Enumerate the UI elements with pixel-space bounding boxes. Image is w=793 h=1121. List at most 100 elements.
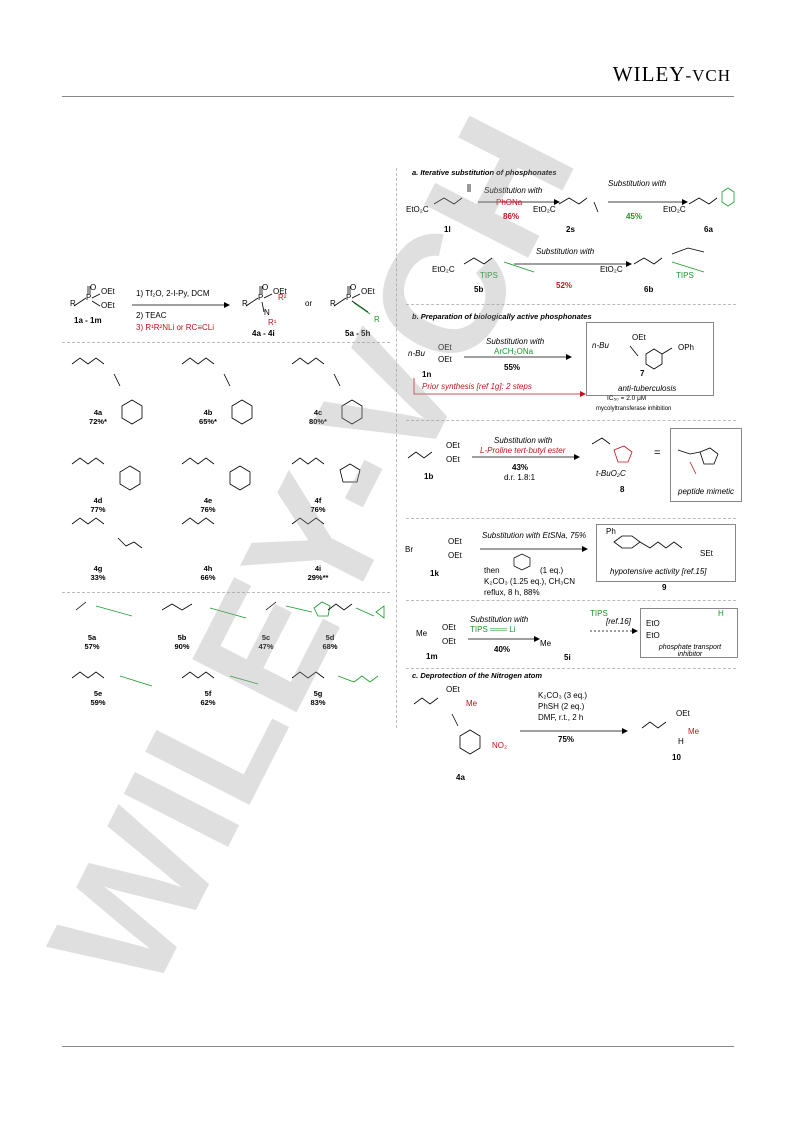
id-2s: 2s bbox=[566, 225, 575, 234]
step1-yield: 86% bbox=[503, 212, 520, 221]
arrow-r1 bbox=[464, 354, 572, 360]
r4-activity: phosphate transport inhibitor bbox=[658, 644, 722, 658]
id-8: 8 bbox=[620, 485, 625, 494]
r2-reagent: L-Proline tert-butyl ester bbox=[480, 446, 566, 455]
section-b-title: b. Preparation of biologically active ph… bbox=[412, 312, 592, 321]
arrow-r4-literature bbox=[590, 628, 638, 634]
r4-ref: [ref.16] bbox=[606, 617, 631, 626]
compound-10-structure bbox=[641, 721, 667, 729]
column-divider bbox=[396, 168, 397, 728]
compound-1b-structure bbox=[407, 451, 433, 459]
step2-yield: 45% bbox=[626, 212, 643, 221]
id-6a: 6a bbox=[704, 225, 713, 234]
deprotection-condition-1: K₂CO₃ (3 eq.) bbox=[538, 691, 588, 700]
id-1b: 1b bbox=[424, 472, 434, 481]
id-10: 10 bbox=[672, 753, 681, 762]
id-7: 7 bbox=[640, 369, 645, 378]
peptide-box bbox=[670, 428, 742, 502]
piperazine-reagent-structure bbox=[513, 553, 531, 571]
compound-9-structure bbox=[613, 535, 683, 549]
compound-7-structure bbox=[629, 345, 673, 370]
equals-sign: = bbox=[654, 447, 661, 459]
step1-reagent: PhONa bbox=[496, 198, 523, 207]
step3-label: Substitution with bbox=[536, 247, 595, 256]
deprotection-yield: 75% bbox=[558, 735, 575, 744]
id-1n: 1n bbox=[422, 370, 432, 379]
divider bbox=[62, 342, 390, 343]
id-9: 9 bbox=[662, 583, 667, 592]
r3-base: K₂CO₃ (1.25 eq.), CH₃CN bbox=[484, 577, 575, 586]
r2-dr: d.r. 1.8:1 bbox=[504, 473, 536, 482]
section-a-structures bbox=[433, 184, 735, 273]
arrow-r4 bbox=[468, 636, 540, 642]
r1-prior: Prior synthesis [ref 1g]: 2 steps bbox=[422, 382, 532, 391]
deprotection-condition-2: PhSH (2 eq.) bbox=[538, 702, 585, 711]
brand-suffix: -VCH bbox=[685, 66, 731, 85]
reactant-label: 1a - 1m bbox=[74, 316, 102, 325]
compound-9-box bbox=[596, 524, 736, 582]
id-1m: 1m bbox=[426, 652, 438, 661]
general-phosphonate-structure bbox=[73, 286, 101, 307]
section-c-title: c. Deprotection of the Nitrogen atom bbox=[412, 671, 543, 680]
condition-2: 2) TEAC bbox=[136, 311, 167, 320]
step2-label: Substitution with bbox=[608, 179, 667, 188]
r1-label: Substitution with bbox=[486, 337, 545, 346]
id-5i: 5i bbox=[564, 653, 571, 662]
phosphate-inhibitor-box bbox=[640, 608, 738, 658]
footer-rule bbox=[62, 1046, 734, 1047]
alkyne-product-label: 5a - 5h bbox=[345, 329, 371, 338]
id-6b: 6b bbox=[644, 285, 654, 294]
divider bbox=[406, 420, 736, 421]
arrow-deprotection bbox=[520, 728, 628, 734]
r4-label: Substitution with bbox=[470, 615, 529, 624]
step3-yield: 52% bbox=[556, 281, 573, 290]
publisher-logo: WILEY-VCH bbox=[613, 62, 731, 87]
prior-synthesis-arrow bbox=[413, 378, 586, 397]
alkyne-product-structure bbox=[333, 286, 371, 315]
r1-yield: 55% bbox=[504, 363, 521, 372]
id-4a-deprotection: 4a bbox=[456, 773, 465, 782]
r3-eq: (1 eq.) bbox=[540, 566, 564, 575]
or-text: or bbox=[305, 299, 313, 308]
divider bbox=[406, 668, 736, 669]
compound-grid-drawings bbox=[71, 357, 385, 687]
step1-label: Substitution with bbox=[484, 186, 543, 195]
header-rule bbox=[62, 96, 734, 97]
condition-3: 3) R¹R²NLi or RC≡CLi bbox=[136, 323, 215, 332]
r3-label: Substitution with EtSNa, 75% bbox=[482, 531, 587, 540]
r1-ic50: IC₅₀ = 2.0 μM bbox=[607, 395, 647, 402]
arrow-r2 bbox=[472, 454, 580, 460]
compound-7-box bbox=[586, 322, 714, 396]
divider bbox=[406, 600, 736, 601]
compound-4a-structure bbox=[413, 697, 481, 755]
id-1k: 1k bbox=[430, 569, 439, 578]
r4-yield: 40% bbox=[494, 645, 511, 654]
reaction-arrow bbox=[132, 302, 230, 308]
r1-activity: anti-tuberculosis bbox=[618, 384, 677, 393]
deprotection-condition-3: DMF, r.t., 2 h bbox=[538, 713, 584, 722]
amine-product-structure bbox=[245, 286, 273, 313]
brand-name: WILEY bbox=[612, 62, 686, 86]
r3-activity: hypotensive activity [ref.15] bbox=[610, 567, 707, 576]
id-5b: 5b bbox=[474, 285, 484, 294]
r2-yield: 43% bbox=[512, 463, 529, 472]
r2-label: Substitution with bbox=[494, 436, 553, 445]
id-1l: 1l bbox=[444, 225, 451, 234]
divider bbox=[62, 592, 390, 593]
condition-1: 1) Tf₂O, 2-I-Py, DCM bbox=[136, 289, 210, 298]
